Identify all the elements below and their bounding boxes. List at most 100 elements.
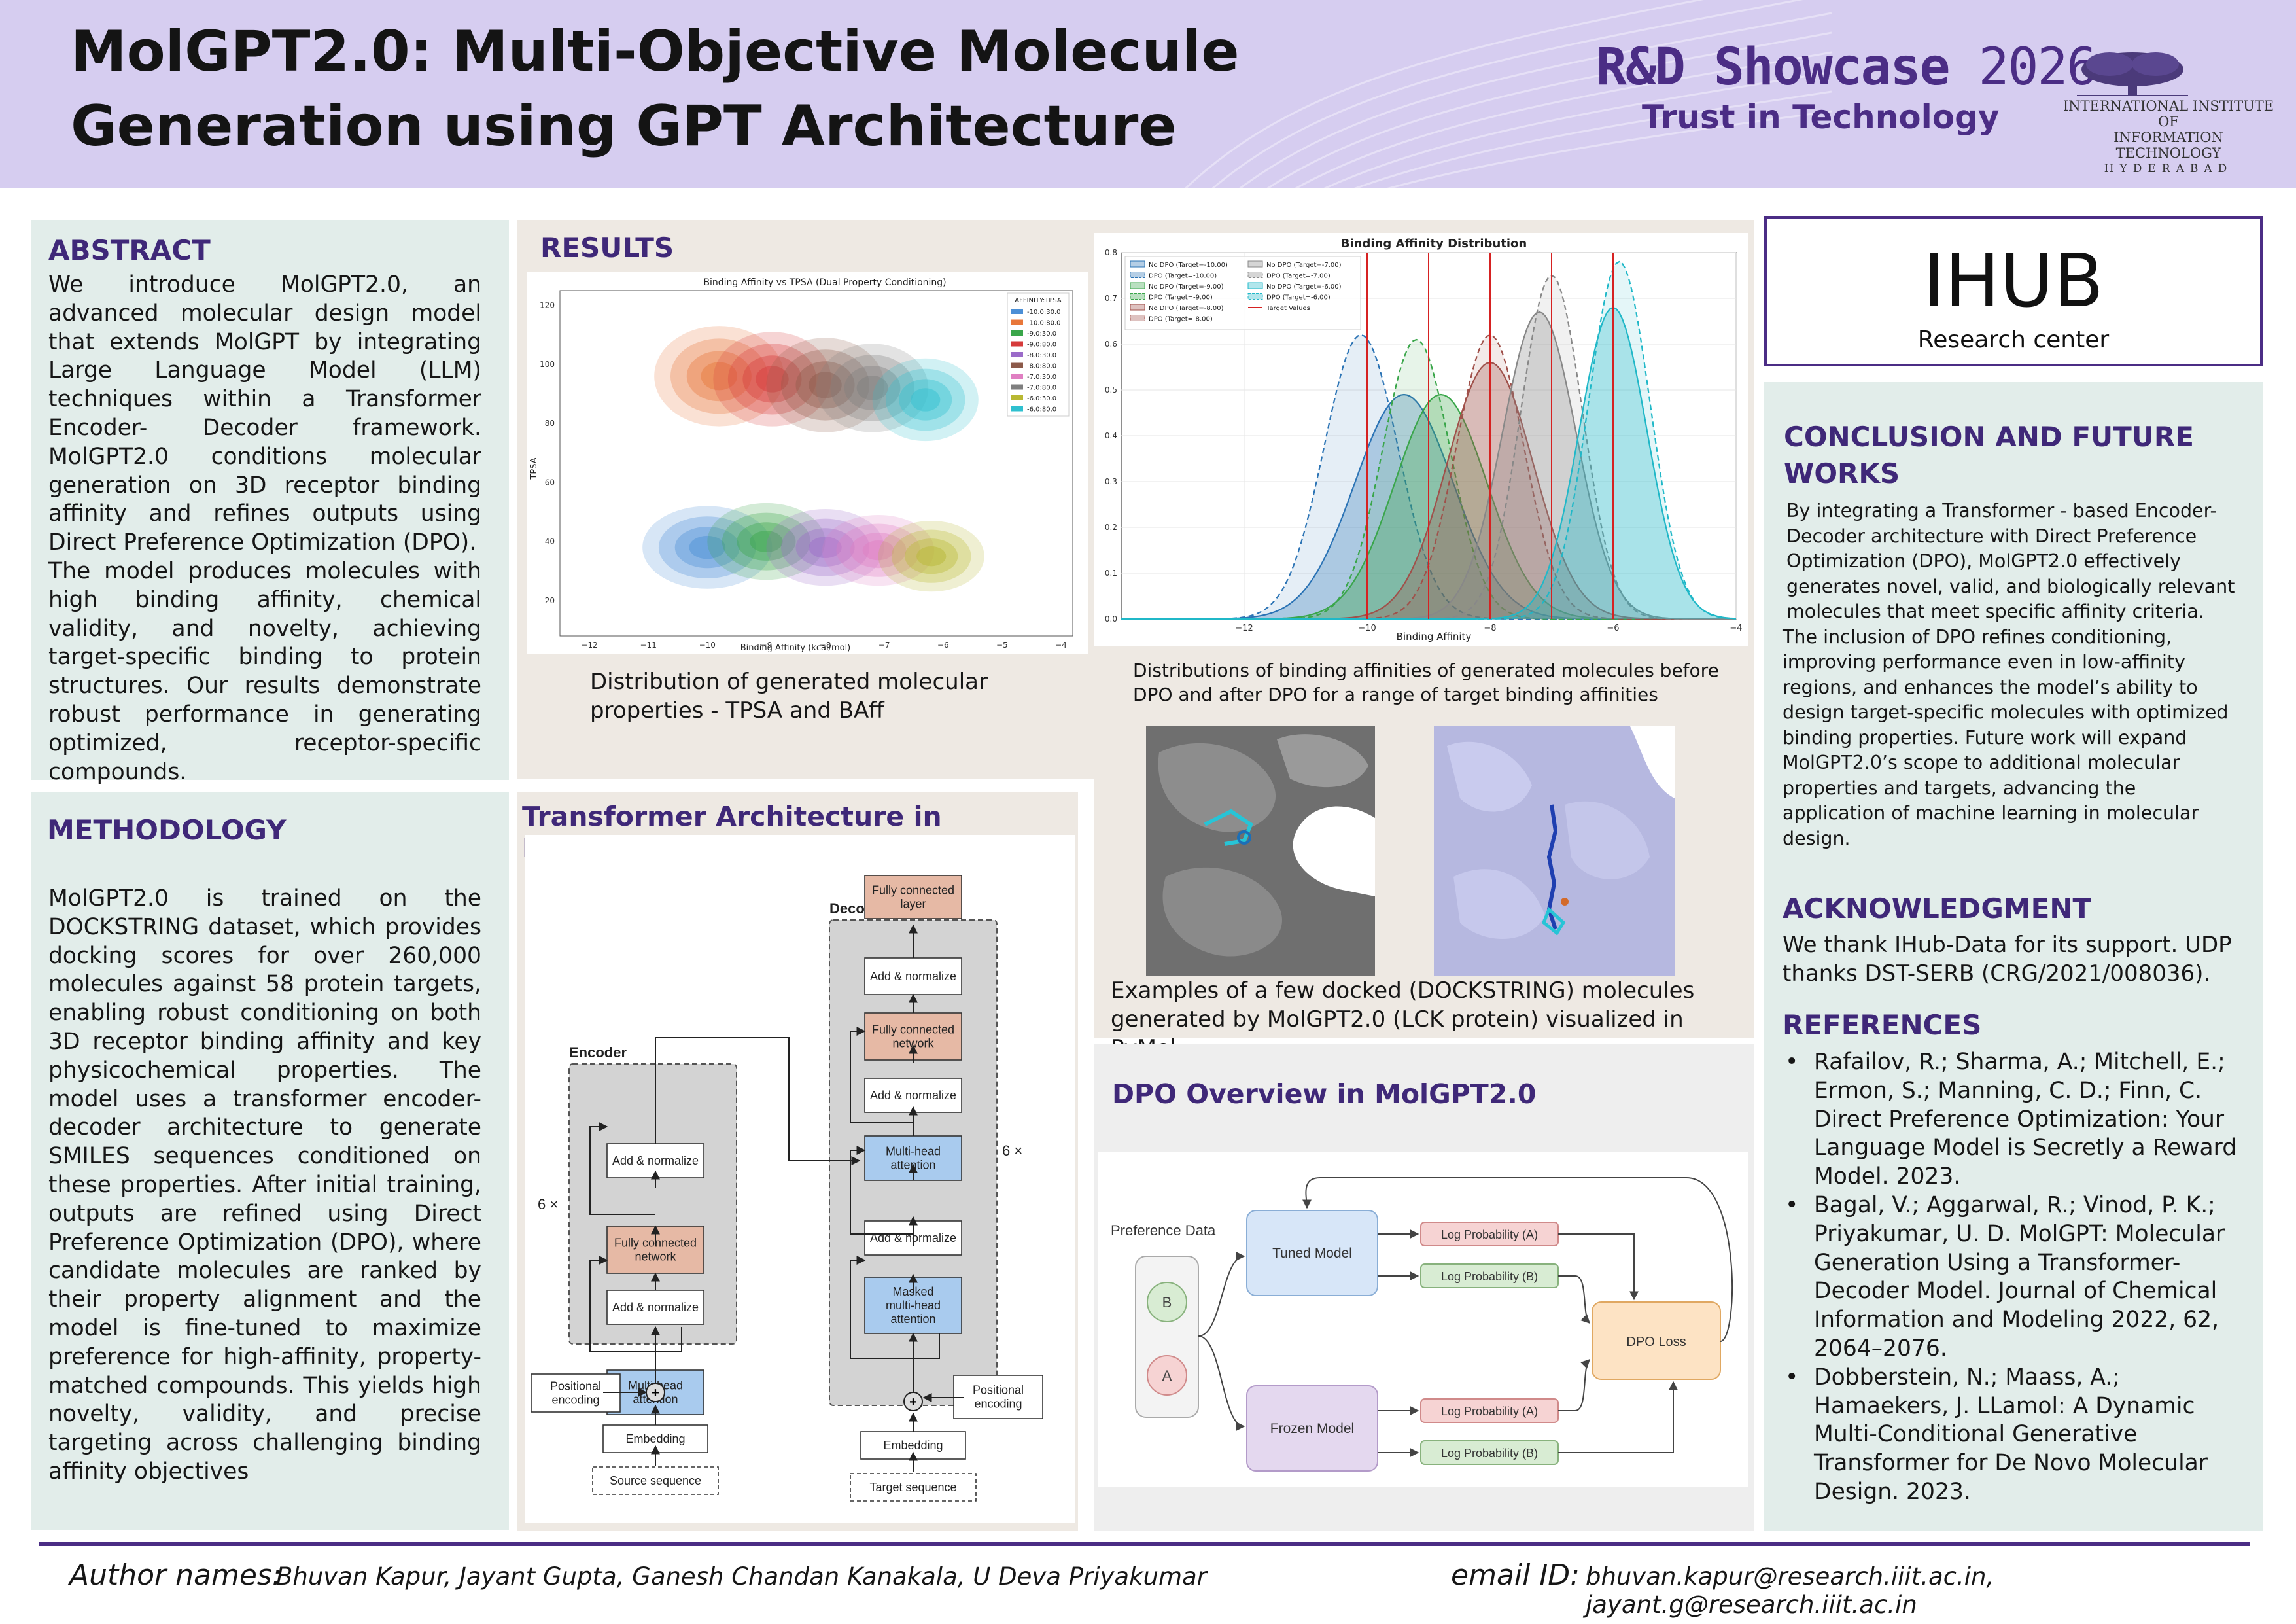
dist-legend-label: DPO (Target=-7.00) <box>1266 273 1331 280</box>
tpsa-density-contour <box>850 533 907 569</box>
conclusion-heading: CONCLUSION AND FUTURE WORKS <box>1784 419 2194 492</box>
tpsa-density-contour <box>916 546 947 567</box>
transformer-block <box>864 875 962 919</box>
results-heading: RESULTS <box>540 232 674 264</box>
tpsa-density-contour <box>836 523 920 577</box>
binding-affinity-distribution-chart: Binding Affinity Distribution Binding Af… <box>1105 237 1743 643</box>
transformer-block <box>592 1466 719 1495</box>
distribution-caption: Distributions of binding affinities of g… <box>1133 660 1719 705</box>
tpsa-legend-label: -8.0:80.0 <box>1027 363 1056 370</box>
transformer-block-label: attention <box>890 1313 935 1326</box>
transformer-block-label: encoding <box>974 1398 1022 1411</box>
dpo-diagram-svg: Preference Data B A Tuned Model Frozen M… <box>1111 1177 1733 1472</box>
institute-line-2: INFORMATION TECHNOLOGY <box>2113 130 2223 161</box>
title-line-1: MolGPT2.0: Multi-Objective Molecule <box>71 19 1240 84</box>
tpsa-legend-swatch <box>1011 341 1023 347</box>
abstract-heading: ABSTRACT <box>48 234 211 266</box>
tpsa-legend-label: -6.0:30.0 <box>1027 395 1056 402</box>
conclusion-paragraph-2: The inclusion of DPO refines conditionin… <box>1783 626 2229 849</box>
institute-name: INTERNATIONAL INSTITUTE OF INFORMATION T… <box>2061 98 2276 177</box>
tpsa-density-contour <box>905 538 958 574</box>
tpsa-density-contour <box>795 528 855 567</box>
tpsa-chart: Binding Affinity vs TPSA (Dual Property … <box>529 277 1073 653</box>
dist-y-tick: 0.7 <box>1105 294 1117 303</box>
showcase-year: 2026 <box>1978 38 2098 97</box>
tpsa-density-contour <box>822 514 935 586</box>
dist-series-area <box>1121 262 1736 619</box>
transformer-block-label: Positional <box>973 1384 1024 1397</box>
tpsa-density-contour <box>742 355 802 403</box>
dist-series-area <box>1121 308 1736 619</box>
transformer-block-label: Add & normalize <box>612 1301 699 1314</box>
institute-line-1: INTERNATIONAL INSTITUTE OF <box>2062 98 2274 130</box>
tpsa-x-tick: −9 <box>761 641 773 650</box>
acknowledgment-heading: ACKNOWLEDGMENT <box>1783 892 2092 925</box>
tpsa-density-contour <box>878 521 984 592</box>
dist-legend-label: No DPO (Target=-9.00) <box>1149 283 1224 291</box>
tpsa-legend-label: -7.0:30.0 <box>1027 374 1056 381</box>
transformer-block-label: encoding <box>551 1394 599 1407</box>
dist-y-tick: 0.2 <box>1105 523 1117 532</box>
frozen-logprob-b-label: Log Probability (B) <box>1441 1447 1538 1460</box>
methodology-heading: METHODOLOGY <box>47 814 287 846</box>
institute-city: HYDERABAD <box>2104 162 2233 175</box>
protein-surface-grey <box>1146 726 1375 976</box>
decoder-plus-sign: + <box>909 1395 917 1409</box>
tpsa-caption: Distribution of generated molecular prop… <box>590 669 988 724</box>
conclusion-text: By integrating a Transformer - based Enc… <box>1783 499 2240 851</box>
tpsa-density-contour <box>809 372 842 398</box>
transformer-arrows <box>589 924 964 1472</box>
tpsa-density-contour <box>713 332 831 427</box>
tpsa-y-tick: 100 <box>540 360 555 369</box>
decoder-add-node <box>903 1392 923 1411</box>
dist-legend-swatch <box>1130 304 1145 311</box>
transformer-block-label: network <box>635 1250 676 1263</box>
ihub-title: IHUB <box>1922 239 2104 324</box>
dist-legend-swatch <box>1130 282 1145 289</box>
reference-item: Bagal, V.; Aggarwal, R.; Vinod, P. K.; P… <box>1783 1192 2240 1364</box>
tpsa-density-contour <box>795 361 855 409</box>
dist-legend-label: No DPO (Target=-8.00) <box>1149 305 1224 312</box>
dist-legend-swatch <box>1247 293 1263 300</box>
acknowledgment-text: We thank IHub-Data for its support. UDP … <box>1783 932 2232 987</box>
tpsa-x-tick: −8 <box>820 641 831 650</box>
docked-molecule-image-1 <box>1146 726 1375 976</box>
transformer-block-label: Fully connected <box>872 884 954 897</box>
dist-x-tick: −10 <box>1358 624 1376 633</box>
dist-legend-swatch <box>1247 282 1263 289</box>
tpsa-legend-label: -10.0:80.0 <box>1027 320 1061 327</box>
tpsa-density-contour <box>766 338 884 432</box>
conclusion-heading-line-1: CONCLUSION AND FUTURE <box>1784 421 2194 453</box>
header-wave-decoration <box>1184 0 1832 188</box>
tpsa-density-contour <box>686 351 752 402</box>
transformer-block-label: network <box>892 1037 934 1050</box>
encoder-plus-sign: + <box>652 1386 659 1400</box>
tpsa-density-contour <box>642 506 773 589</box>
dist-legend-swatch <box>1130 260 1145 268</box>
tpsa-legend-label: -8.0:30.0 <box>1027 352 1056 359</box>
references-list: Rafailov, R.; Sharma, A.; Mitchell, E.; … <box>1783 1048 2240 1507</box>
dist-legend-label: DPO (Target=-6.00) <box>1266 294 1331 302</box>
dist-y-tick: 0.4 <box>1105 431 1117 440</box>
dist-x-tick: −6 <box>1607 624 1619 633</box>
tpsa-y-tick: 120 <box>540 301 555 310</box>
dist-legend-swatch <box>1247 272 1263 278</box>
conclusion-paragraph-1: By integrating a Transformer - based Enc… <box>1786 500 2235 622</box>
tpsa-density-contour <box>670 338 768 414</box>
encoder-add-node <box>646 1383 665 1402</box>
transformer-block-label: Add & normalize <box>612 1154 699 1167</box>
tpsa-x-label: Binding Affinity (kcal/mol) <box>740 643 851 653</box>
dist-legend-label: DPO (Target=-10.00) <box>1149 273 1217 280</box>
transformer-block-label: Embedding <box>625 1432 685 1445</box>
dist-x-tick: −12 <box>1235 624 1253 633</box>
tuned-logprob-b-label: Log Probability (B) <box>1441 1270 1538 1283</box>
tpsa-density-contour <box>844 366 901 410</box>
tpsa-density-contour <box>899 379 952 421</box>
tpsa-density-contour <box>766 508 884 586</box>
tpsa-y-tick: 20 <box>545 596 555 605</box>
tpsa-density-contour <box>674 527 740 569</box>
tpsa-x-tick: −7 <box>878 641 890 650</box>
tpsa-legend-label: -6.0:80.0 <box>1027 406 1056 414</box>
tpsa-density-contour <box>872 358 979 442</box>
tpsa-density-contour <box>756 366 789 393</box>
